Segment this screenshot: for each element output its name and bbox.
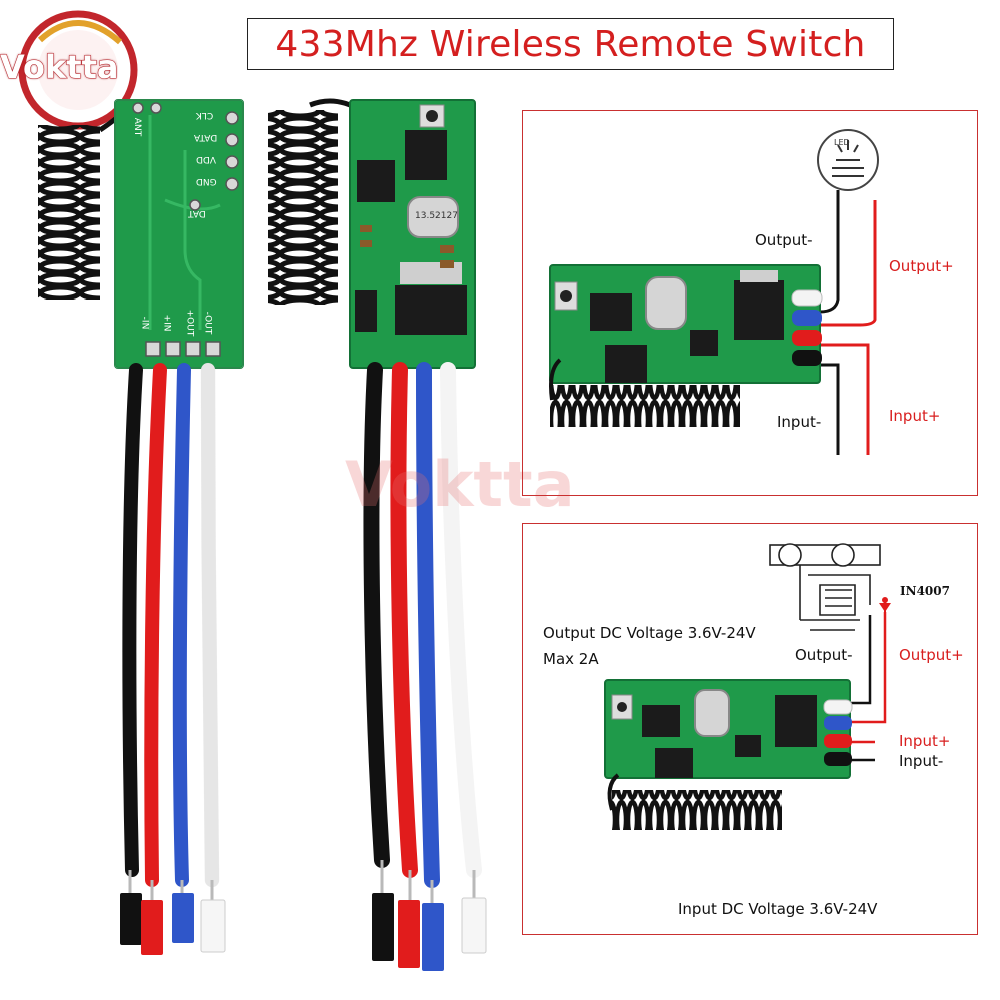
pin-label-dat: DAT xyxy=(188,208,206,218)
page-title: 433Mhz Wireless Remote Switch xyxy=(275,23,866,65)
wiring-diagram-bottom: IN4007 Output DC Voltage 3.6V-24V Max 2A… xyxy=(522,523,978,935)
wire-label-out-minus: -OUT xyxy=(202,311,213,335)
transmitter-module xyxy=(38,99,244,955)
wire-label-in-minus: -IN xyxy=(139,316,150,330)
crystal-label: 13.52127 xyxy=(415,211,458,221)
input-minus-label-bottom: Input- xyxy=(899,752,944,770)
diagram-top-illustration xyxy=(549,129,879,455)
max-current-spec: Max 2A xyxy=(543,650,599,668)
coil-antenna-middle xyxy=(268,110,338,305)
diagram-bottom-illustration xyxy=(604,543,891,830)
wiring-diagram-top: LED Output- Output+ Input- Input+ xyxy=(522,110,978,496)
wire-label-in-plus: +IN xyxy=(161,314,172,332)
output-plus-label-bottom: Output+ xyxy=(899,646,964,664)
transmitter-pin-labels: CLK DATA VDD GND DAT xyxy=(188,110,226,220)
pin-label-clk: CLK xyxy=(196,110,214,120)
output-voltage-spec: Output DC Voltage 3.6V-24V xyxy=(543,624,756,642)
output-minus-label-bottom: Output- xyxy=(795,646,853,664)
pin-label-ant: ANT xyxy=(132,117,143,137)
transmitter-wire-labels: -IN +IN +OUT -OUT xyxy=(139,309,230,340)
title-box: 433Mhz Wireless Remote Switch xyxy=(247,18,894,70)
output-plus-label: Output+ xyxy=(889,257,954,275)
brand-logo: Voktta xyxy=(0,48,119,87)
input-minus-label: Input- xyxy=(777,413,822,431)
input-plus-label: Input+ xyxy=(889,407,941,425)
led-label: LED xyxy=(834,138,850,147)
pin-label-vdd: VDD xyxy=(196,154,217,164)
coil-antenna-left xyxy=(38,125,100,300)
pin-label-data: DATA xyxy=(194,132,218,142)
diode-label: IN4007 xyxy=(900,584,950,598)
input-plus-label-bottom: Input+ xyxy=(899,732,951,750)
wire-label-out-plus: +OUT xyxy=(184,309,195,337)
input-voltage-spec: Input DC Voltage 3.6V-24V xyxy=(678,900,878,918)
pin-label-gnd: GND xyxy=(196,176,217,186)
receiver-module xyxy=(268,98,487,971)
watermark: Voktta xyxy=(345,448,575,521)
output-minus-label: Output- xyxy=(755,231,813,249)
